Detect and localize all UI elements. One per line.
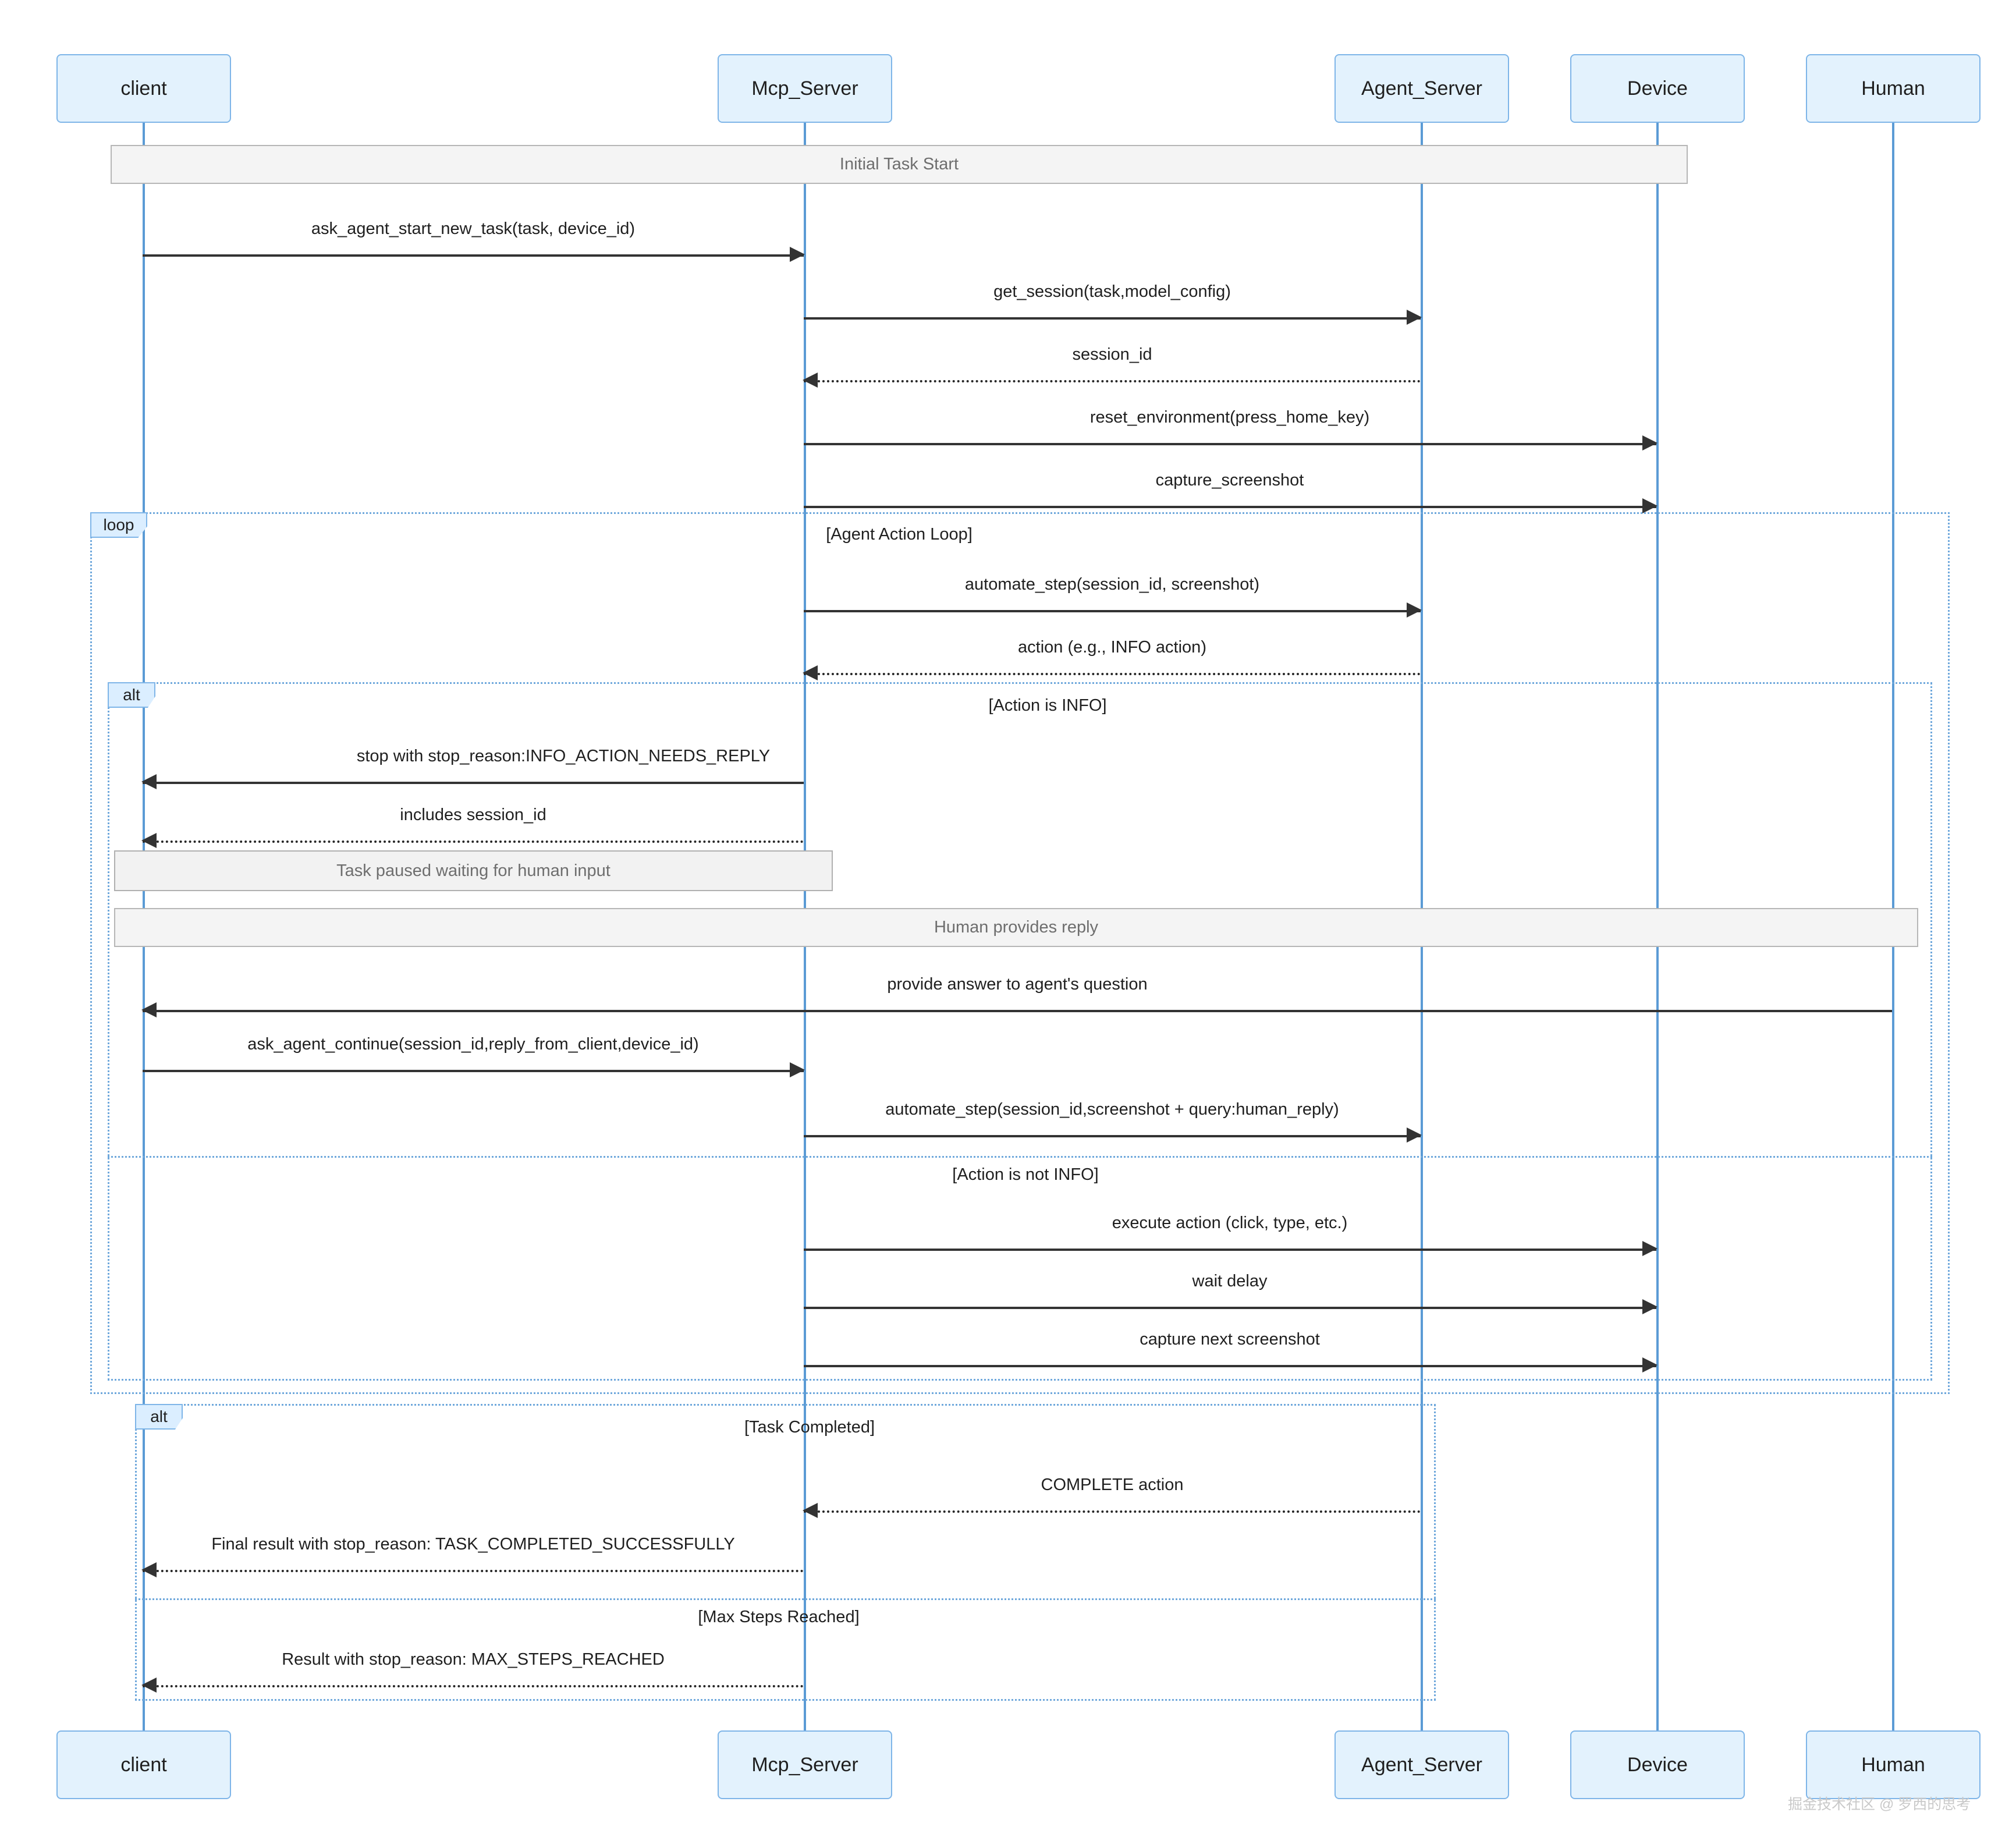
participant-box-human-bottom[interactable]: Human bbox=[1806, 1730, 1980, 1799]
participant-label: Mcp_Server bbox=[751, 1753, 858, 1776]
message-line bbox=[804, 673, 1421, 675]
arrowhead-right-icon bbox=[1407, 310, 1422, 325]
message-line bbox=[804, 1365, 1656, 1367]
arrowhead-left-icon bbox=[141, 1002, 157, 1017]
message-label-m16: COMPLETE action bbox=[1041, 1476, 1184, 1494]
participant-label: client bbox=[120, 1753, 167, 1776]
band-label: Human provides reply bbox=[934, 918, 1099, 937]
message-line bbox=[804, 506, 1656, 508]
participant-label: Agent_Server bbox=[1361, 1753, 1482, 1776]
fragment-else-divider-action-not-info bbox=[108, 1156, 1932, 1158]
fragment-kind-label-alt-info: alt bbox=[108, 682, 155, 708]
fragment-condition-else-action-not-info: [Action is not INFO] bbox=[952, 1165, 1099, 1184]
message-line bbox=[804, 443, 1656, 445]
arrowhead-right-icon bbox=[1642, 1241, 1657, 1256]
arrowhead-right-icon bbox=[1642, 498, 1657, 513]
message-label-m14: wait delay bbox=[1192, 1272, 1268, 1290]
message-line bbox=[804, 1135, 1421, 1137]
arrowhead-left-icon bbox=[803, 665, 818, 680]
message-label-m11: ask_agent_continue(session_id,reply_from… bbox=[247, 1035, 699, 1054]
message-label-m05: capture_screenshot bbox=[1155, 471, 1304, 490]
band-label: Initial Task Start bbox=[839, 155, 959, 173]
message-line bbox=[143, 1070, 804, 1072]
participant-label: Device bbox=[1627, 77, 1688, 100]
message-label-m04: reset_environment(press_home_key) bbox=[1089, 408, 1370, 427]
participant-box-agent-server-top[interactable]: Agent_Server bbox=[1334, 54, 1509, 123]
message-label-m17: Final result with stop_reason: TASK_COMP… bbox=[211, 1535, 735, 1554]
participant-box-device-bottom[interactable]: Device bbox=[1570, 1730, 1745, 1799]
message-label-m07: action (e.g., INFO action) bbox=[1018, 638, 1206, 657]
message-line bbox=[804, 1307, 1656, 1309]
participant-label: Mcp_Server bbox=[751, 77, 858, 100]
message-label-m02: get_session(task,model_config) bbox=[993, 282, 1231, 301]
participant-box-agent-server-bottom[interactable]: Agent_Server bbox=[1334, 1730, 1509, 1799]
band-initial-task-start: Initial Task Start bbox=[111, 145, 1688, 184]
fragment-alt-action-info bbox=[108, 682, 1932, 1381]
arrowhead-left-icon bbox=[803, 1503, 818, 1518]
participant-label: Human bbox=[1861, 1753, 1925, 1776]
arrowhead-left-icon bbox=[803, 373, 818, 388]
fragment-kind-label-alt-completed: alt bbox=[135, 1404, 183, 1430]
message-label-m01: ask_agent_start_new_task(task, device_id… bbox=[311, 219, 636, 238]
participant-box-mcp-server-top[interactable]: Mcp_Server bbox=[718, 54, 892, 123]
fragment-kind-text: alt bbox=[123, 686, 140, 704]
participant-label: Device bbox=[1627, 1753, 1688, 1776]
message-label-m03: session_id bbox=[1072, 345, 1152, 364]
message-line bbox=[143, 254, 804, 257]
fragment-else-divider-max-steps bbox=[135, 1598, 1436, 1600]
arrowhead-right-icon bbox=[1407, 1127, 1422, 1143]
arrowhead-right-icon bbox=[1642, 1357, 1657, 1373]
message-label-m15: capture next screenshot bbox=[1140, 1330, 1320, 1349]
participant-label: Human bbox=[1861, 77, 1925, 100]
message-line bbox=[143, 1685, 804, 1687]
fragment-condition-else-max-steps: [Max Steps Reached] bbox=[698, 1608, 860, 1626]
message-label-m09: includes session_id bbox=[400, 806, 546, 824]
participant-box-client-bottom[interactable]: client bbox=[56, 1730, 231, 1799]
arrowhead-left-icon bbox=[141, 833, 157, 848]
message-line bbox=[804, 1510, 1421, 1513]
message-label-m06: automate_step(session_id, screenshot) bbox=[964, 575, 1260, 594]
fragment-kind-label-loop: loop bbox=[90, 512, 147, 538]
arrowhead-left-icon bbox=[141, 774, 157, 789]
arrowhead-left-icon bbox=[141, 1678, 157, 1693]
fragment-kind-text: alt bbox=[150, 1407, 168, 1425]
arrowhead-right-icon bbox=[790, 1062, 805, 1077]
fragment-kind-text: loop bbox=[103, 516, 134, 534]
participant-label: Agent_Server bbox=[1361, 77, 1482, 100]
arrowhead-left-icon bbox=[141, 1562, 157, 1577]
participant-box-device-top[interactable]: Device bbox=[1570, 54, 1745, 123]
message-line bbox=[143, 1010, 1892, 1012]
fragment-condition-alt-task-completed: [Task Completed] bbox=[744, 1418, 875, 1437]
arrowhead-right-icon bbox=[1407, 602, 1422, 618]
fragment-alt-task-completed bbox=[135, 1404, 1436, 1701]
note-task-paused: Task paused waiting for human input bbox=[114, 850, 833, 891]
fragment-condition-loop: [Agent Action Loop] bbox=[826, 525, 972, 544]
band-human-provides-reply: Human provides reply bbox=[114, 908, 1918, 947]
message-label-m13: execute action (click, type, etc.) bbox=[1112, 1214, 1348, 1232]
participant-box-mcp-server-bottom[interactable]: Mcp_Server bbox=[718, 1730, 892, 1799]
message-line bbox=[804, 317, 1421, 320]
message-label-m18: Result with stop_reason: MAX_STEPS_REACH… bbox=[282, 1650, 665, 1669]
arrowhead-right-icon bbox=[790, 247, 805, 262]
message-label-m08: stop with stop_reason:INFO_ACTION_NEEDS_… bbox=[356, 747, 771, 765]
message-line bbox=[804, 610, 1421, 612]
watermark-text: 掘金技术社区 @ 罗西的思考 bbox=[1788, 1796, 1971, 1813]
message-line bbox=[143, 1570, 804, 1572]
message-line bbox=[804, 1249, 1656, 1251]
arrowhead-right-icon bbox=[1642, 435, 1657, 451]
message-line bbox=[143, 840, 804, 843]
participant-box-human-top[interactable]: Human bbox=[1806, 54, 1980, 123]
message-label-m12: automate_step(session_id,screenshot + qu… bbox=[885, 1100, 1339, 1119]
arrowhead-right-icon bbox=[1642, 1299, 1657, 1314]
fragment-condition-alt-info: [Action is INFO] bbox=[988, 696, 1107, 715]
message-line bbox=[804, 380, 1421, 382]
message-line bbox=[143, 782, 804, 784]
fragment-loop-agent-action bbox=[90, 512, 1950, 1394]
message-label-m10: provide answer to agent's question bbox=[887, 975, 1148, 994]
note-label: Task paused waiting for human input bbox=[336, 861, 611, 880]
participant-label: client bbox=[120, 77, 167, 100]
participant-box-client-top[interactable]: client bbox=[56, 54, 231, 123]
